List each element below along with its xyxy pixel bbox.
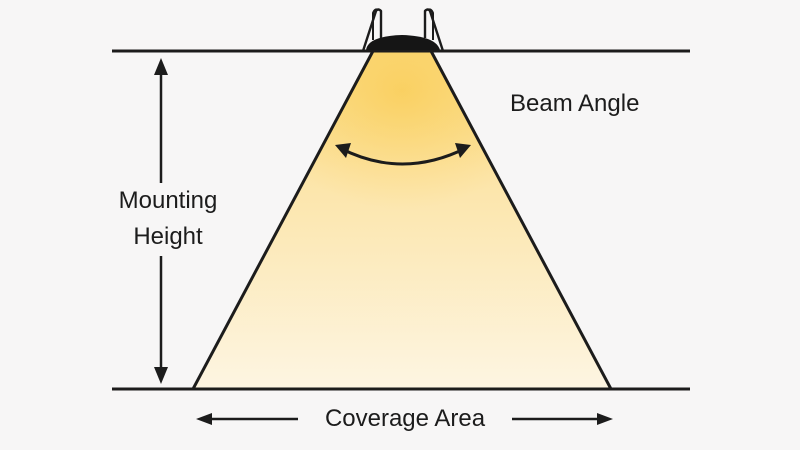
beam-edge-right [429,50,613,390]
mounting-height-label-line1: Mounting [118,187,218,214]
mounting-height-label-line2: Height [133,223,203,250]
downlight-fixture-icon [361,8,445,52]
beam-edge-left [191,50,375,390]
light-beam-glow [193,50,611,389]
mounting-height-label: Mounting Height [95,183,241,255]
coverage-area-arrow-icon [196,413,613,425]
beam-angle-arc-icon [335,143,471,166]
mounting-height-arrow-icon [154,58,168,384]
coverage-area-label: Coverage Area [298,403,512,435]
beam-angle-label: Beam Angle [510,90,640,117]
